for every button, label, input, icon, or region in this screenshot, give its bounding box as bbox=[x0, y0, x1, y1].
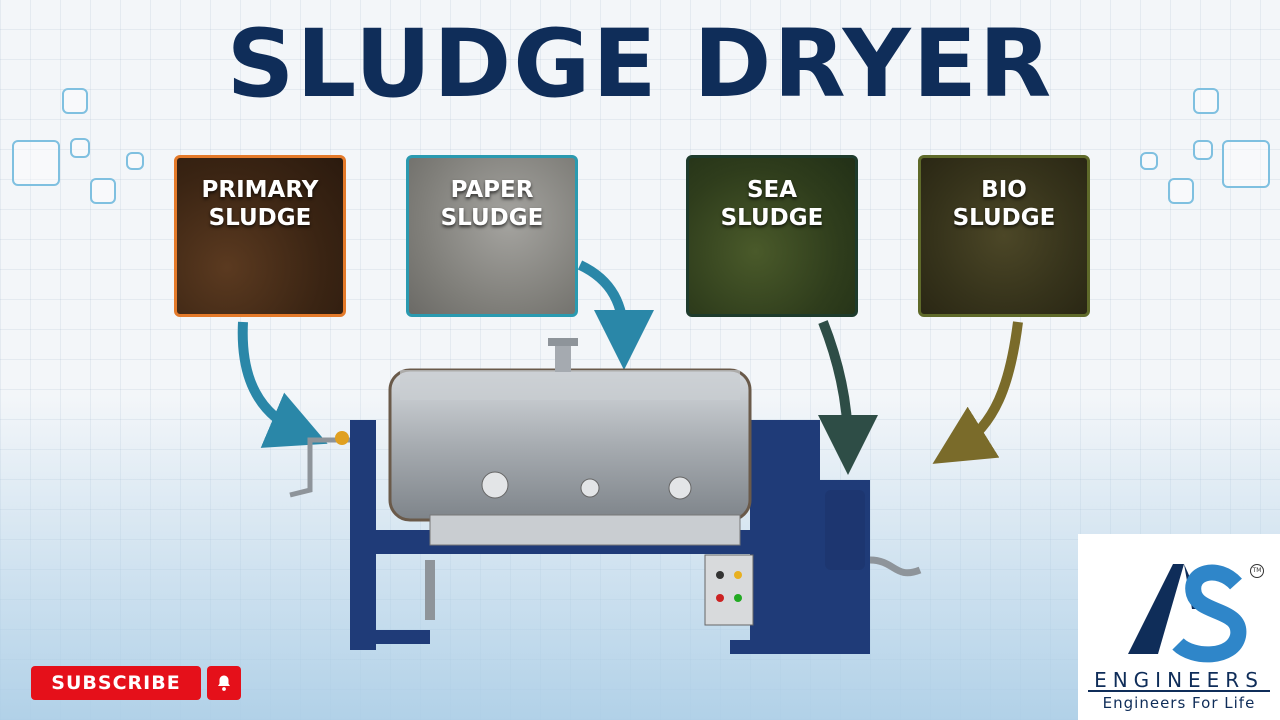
decor-square bbox=[62, 88, 88, 114]
subscribe-button[interactable]: SUBSCRIBE bbox=[31, 666, 201, 700]
decor-square bbox=[12, 140, 60, 186]
notification-bell-button[interactable] bbox=[207, 666, 241, 700]
decor-square bbox=[90, 178, 116, 204]
decor-square bbox=[1193, 140, 1213, 160]
logo-company-name: ENGINEERS bbox=[1094, 668, 1264, 692]
decor-square bbox=[126, 152, 144, 170]
company-logo: TM ENGINEERS Engineers For Life bbox=[1078, 534, 1280, 720]
trademark-badge: TM bbox=[1250, 564, 1264, 578]
decor-square bbox=[1168, 178, 1194, 204]
bell-icon bbox=[218, 675, 230, 691]
bio-sludge-arrow-icon bbox=[932, 321, 1023, 464]
primary-sludge-arrow-icon bbox=[237, 321, 328, 448]
paper-sludge-arrow-icon bbox=[577, 260, 654, 370]
sludge-dryer-machine bbox=[289, 338, 922, 654]
page-title: SLUDGE DRYER bbox=[226, 10, 1054, 119]
as-logo-mark bbox=[1128, 564, 1247, 663]
sea-sludge-arrow-icon bbox=[817, 320, 878, 475]
decor-square bbox=[1140, 152, 1158, 170]
decor-square bbox=[1193, 88, 1219, 114]
decor-square bbox=[70, 138, 90, 158]
logo-tagline: Engineers For Life bbox=[1088, 690, 1270, 712]
decor-square bbox=[1222, 140, 1270, 188]
